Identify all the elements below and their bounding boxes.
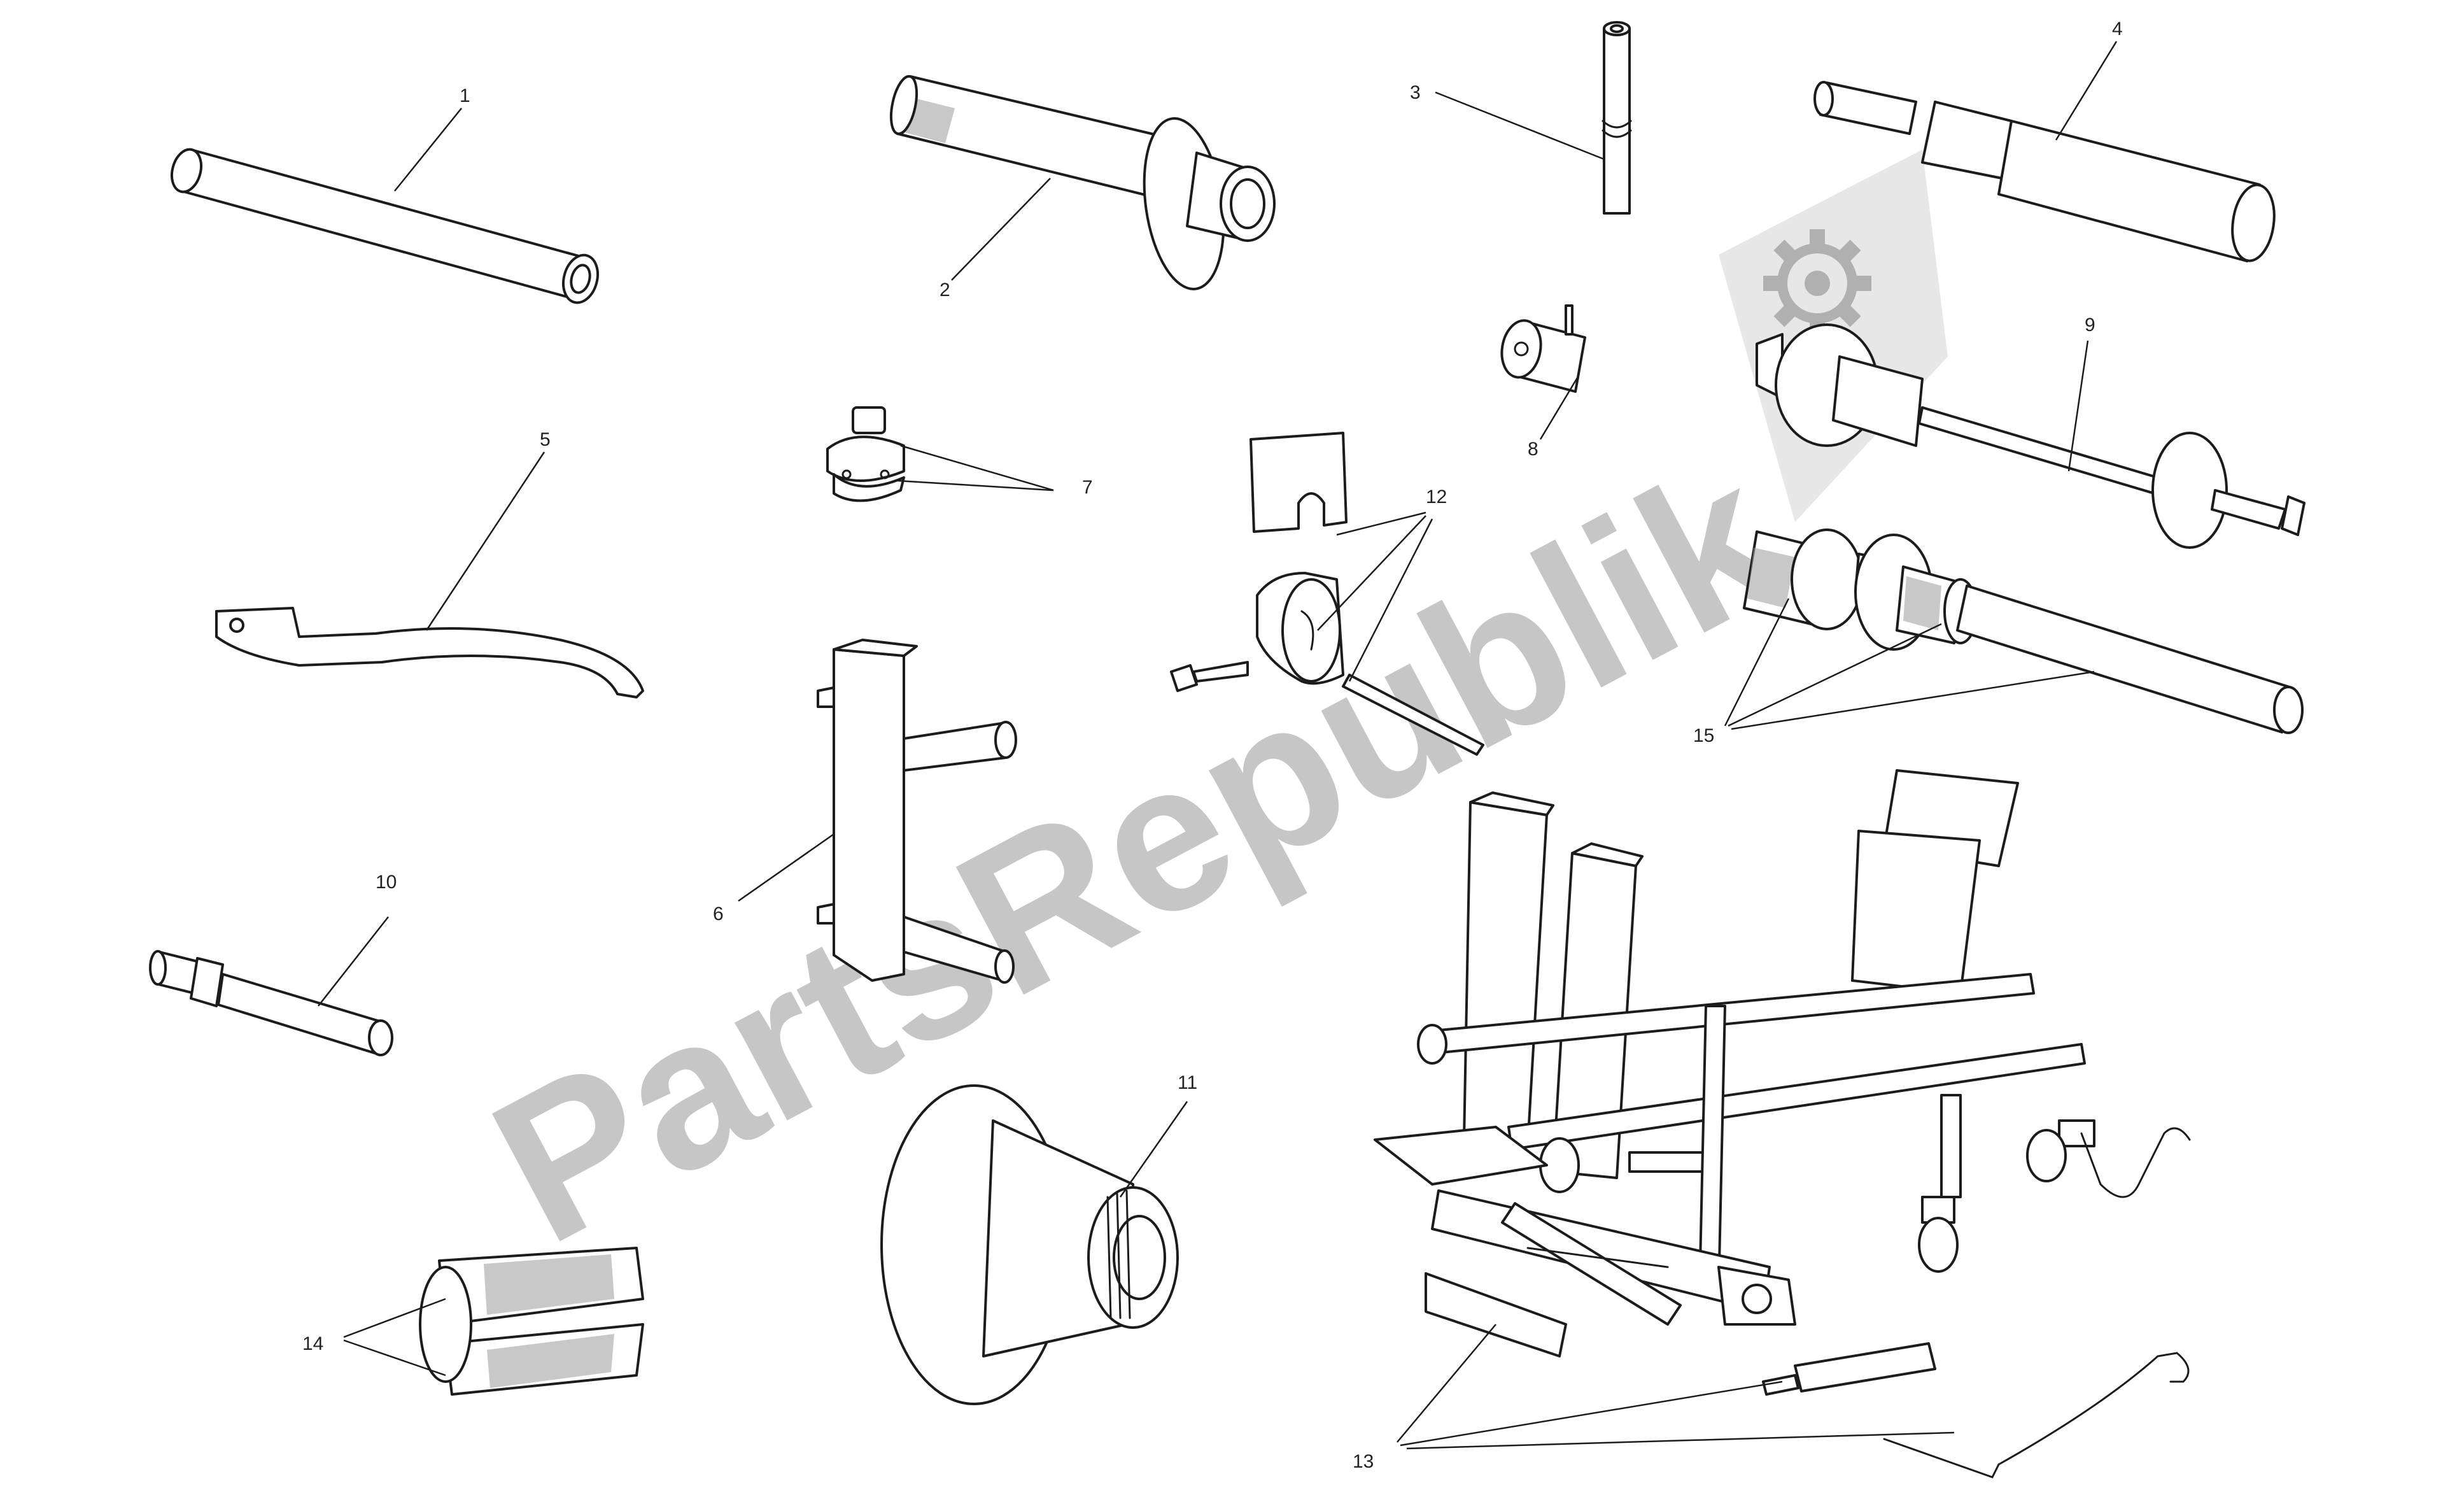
part-7-adapter xyxy=(826,406,905,502)
part-15-drivers xyxy=(1743,528,2304,734)
castor-wheel xyxy=(2026,1119,2095,1182)
part-11-threaded-sleeve xyxy=(880,1084,1179,1405)
castor-wheel xyxy=(1918,1196,1959,1273)
callout-12: 12 xyxy=(1426,486,1447,507)
part-13-stand-jack xyxy=(1374,769,2191,1478)
callout-5: 5 xyxy=(540,429,551,450)
callout-13: 13 xyxy=(1353,1451,1374,1472)
callout-7: 7 xyxy=(1082,477,1093,498)
callout-6: 6 xyxy=(713,903,724,925)
leader-lines xyxy=(318,41,2118,1450)
part-4-bar xyxy=(1813,81,2276,262)
callout-2: 2 xyxy=(940,280,950,301)
part-3-pin xyxy=(1602,21,1632,215)
part-8-cylinder xyxy=(1500,304,1586,393)
callout-14: 14 xyxy=(302,1333,323,1354)
callout-11: 11 xyxy=(1178,1072,1197,1093)
part-14-split-bushing xyxy=(419,1247,644,1396)
part-9-puller xyxy=(1756,323,2306,549)
part-12-shim-clamp xyxy=(1170,432,1484,756)
callout-numbers: 1 2 3 4 5 6 7 8 9 10 11 12 13 14 15 xyxy=(302,18,2123,1472)
part-1-tube xyxy=(170,148,599,304)
callout-3: 3 xyxy=(1410,82,1421,103)
callout-10: 10 xyxy=(376,872,397,893)
callout-8: 8 xyxy=(1528,439,1538,460)
callout-1: 1 xyxy=(460,85,470,106)
gear-shield-icon xyxy=(1763,229,1871,337)
callout-4: 4 xyxy=(2112,18,2123,39)
part-6-pin-block xyxy=(817,639,1017,984)
callout-15: 15 xyxy=(1693,725,1714,746)
part-10-stepped-pin xyxy=(149,950,393,1056)
part-2-flanged-sleeve xyxy=(889,74,1276,290)
part-5-hook-spanner xyxy=(215,607,644,698)
callout-9: 9 xyxy=(2085,315,2095,336)
